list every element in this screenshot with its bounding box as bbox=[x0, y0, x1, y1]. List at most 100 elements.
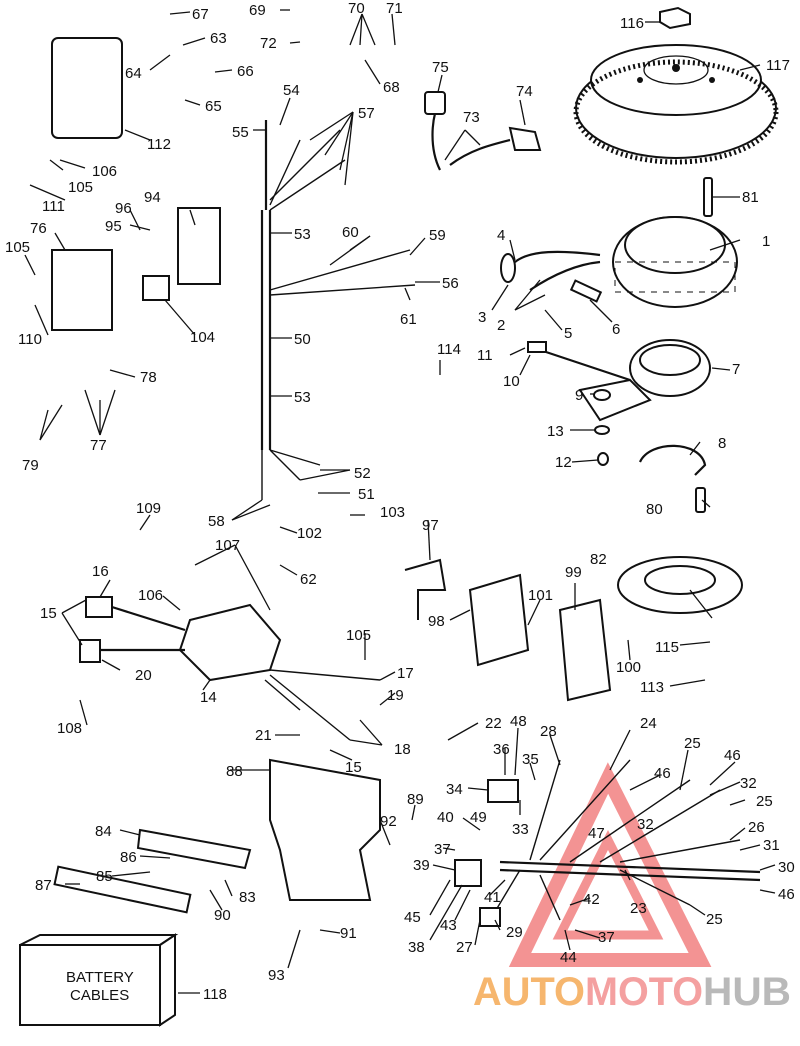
callout-41: 41 bbox=[484, 889, 501, 906]
timer-base bbox=[527, 339, 711, 466]
screw-81 bbox=[703, 177, 713, 217]
callout-22: 22 bbox=[485, 715, 502, 732]
callout-3: 3 bbox=[478, 309, 486, 326]
callout-112: 112 bbox=[147, 136, 171, 153]
watermark-text: AUTO MOTO HUB bbox=[473, 970, 791, 1014]
callout-56: 56 bbox=[442, 275, 459, 292]
callout-70: 70 bbox=[348, 0, 365, 17]
callout-8: 8 bbox=[718, 435, 726, 452]
callout-20: 20 bbox=[135, 667, 152, 684]
flywheel bbox=[573, 6, 779, 165]
callout-82: 82 bbox=[590, 551, 607, 568]
callout-7: 7 bbox=[732, 361, 740, 378]
callout-5: 5 bbox=[564, 325, 572, 342]
watermark-moto: MOTO bbox=[585, 970, 703, 1014]
callout-71: 71 bbox=[386, 0, 403, 17]
callout-103: 103 bbox=[380, 504, 405, 521]
callout-10: 10 bbox=[503, 373, 520, 390]
callout-64: 64 bbox=[125, 65, 142, 82]
callout-11: 11 bbox=[477, 347, 493, 364]
callout-4: 4 bbox=[497, 227, 505, 244]
callout-105b: 105 bbox=[68, 179, 93, 196]
callout-75: 75 bbox=[432, 59, 449, 76]
callout-106b: 106 bbox=[138, 587, 163, 604]
callout-65: 65 bbox=[205, 98, 222, 115]
watermark-hub: HUB bbox=[703, 970, 791, 1014]
callout-107: 107 bbox=[215, 537, 240, 554]
callout-69: 69 bbox=[249, 2, 266, 19]
callout-25c: 25 bbox=[706, 911, 723, 928]
callout-38: 38 bbox=[408, 939, 425, 956]
callout-12: 12 bbox=[555, 454, 572, 471]
stator bbox=[500, 216, 738, 308]
callout-1: 1 bbox=[762, 233, 770, 250]
battery-label-line1: BATTERY bbox=[66, 969, 134, 986]
callout-78: 78 bbox=[140, 369, 157, 386]
callout-74: 74 bbox=[516, 83, 533, 100]
callout-48: 48 bbox=[510, 713, 527, 730]
callout-89: 89 bbox=[407, 791, 424, 808]
callout-83: 83 bbox=[239, 889, 256, 906]
battery-label-line2: CABLES bbox=[70, 987, 129, 1004]
callout-14: 14 bbox=[200, 689, 217, 706]
main-harness bbox=[260, 120, 416, 500]
callout-46b: 46 bbox=[654, 765, 671, 782]
callout-49: 49 bbox=[470, 809, 487, 826]
callout-32b: 32 bbox=[637, 816, 654, 833]
callout-52: 52 bbox=[354, 465, 371, 482]
callout-23: 23 bbox=[630, 900, 647, 917]
callout-105a: 105 bbox=[5, 239, 30, 256]
callout-73: 73 bbox=[463, 109, 480, 126]
watermark-auto: AUTO bbox=[473, 970, 585, 1014]
callout-54: 54 bbox=[283, 82, 300, 99]
callout-25b: 25 bbox=[756, 793, 773, 810]
callout-36: 36 bbox=[493, 741, 510, 758]
callout-115: 115 bbox=[655, 639, 679, 656]
callout-32a: 32 bbox=[740, 775, 757, 792]
plate-82 bbox=[617, 556, 743, 614]
callout-33: 33 bbox=[512, 821, 529, 838]
callout-26: 26 bbox=[748, 819, 765, 836]
callout-104: 104 bbox=[190, 329, 215, 346]
callout-39: 39 bbox=[413, 857, 430, 874]
terminal-strip-84 bbox=[136, 828, 252, 870]
callout-86: 86 bbox=[120, 849, 137, 866]
terminal-block-94 bbox=[177, 207, 221, 285]
callout-114: 114 bbox=[437, 341, 461, 358]
bracket-98 bbox=[468, 573, 530, 667]
callout-61: 61 bbox=[400, 311, 417, 328]
callout-91: 91 bbox=[340, 925, 357, 942]
callout-105c: 105 bbox=[346, 627, 371, 644]
callout-95: 95 bbox=[105, 218, 122, 235]
callout-68: 68 bbox=[383, 79, 400, 96]
rectifier-76 bbox=[51, 249, 113, 331]
bracket-97 bbox=[404, 558, 447, 620]
callout-66: 66 bbox=[237, 63, 254, 80]
callout-79: 79 bbox=[22, 457, 39, 474]
callout-42: 42 bbox=[583, 891, 600, 908]
callout-117: 117 bbox=[766, 57, 790, 74]
cover-87 bbox=[53, 865, 192, 914]
leader-lines bbox=[24, 9, 776, 994]
callout-59: 59 bbox=[429, 227, 446, 244]
callout-53b: 53 bbox=[294, 389, 311, 406]
callout-53a: 53 bbox=[294, 226, 311, 243]
callout-81: 81 bbox=[742, 189, 759, 206]
callout-28: 28 bbox=[540, 723, 557, 740]
callout-77: 77 bbox=[90, 437, 107, 454]
callout-94: 94 bbox=[144, 189, 161, 206]
callout-88: 88 bbox=[226, 763, 243, 780]
callout-labels: 1 2 3 4 5 6 7 8 9 10 11 12 13 14 15 15 1… bbox=[5, 0, 795, 1003]
callout-100: 100 bbox=[616, 659, 641, 676]
callout-25a: 25 bbox=[684, 735, 701, 752]
callout-102: 102 bbox=[297, 525, 322, 542]
callout-27: 27 bbox=[456, 939, 473, 956]
relay-104 bbox=[142, 275, 170, 301]
callout-29: 29 bbox=[506, 924, 523, 941]
callout-2: 2 bbox=[497, 317, 505, 334]
callout-58: 58 bbox=[208, 513, 225, 530]
callout-87: 87 bbox=[35, 877, 52, 894]
callout-31: 31 bbox=[763, 837, 780, 854]
callout-92: 92 bbox=[380, 813, 397, 830]
power-pack-112 bbox=[51, 37, 123, 139]
